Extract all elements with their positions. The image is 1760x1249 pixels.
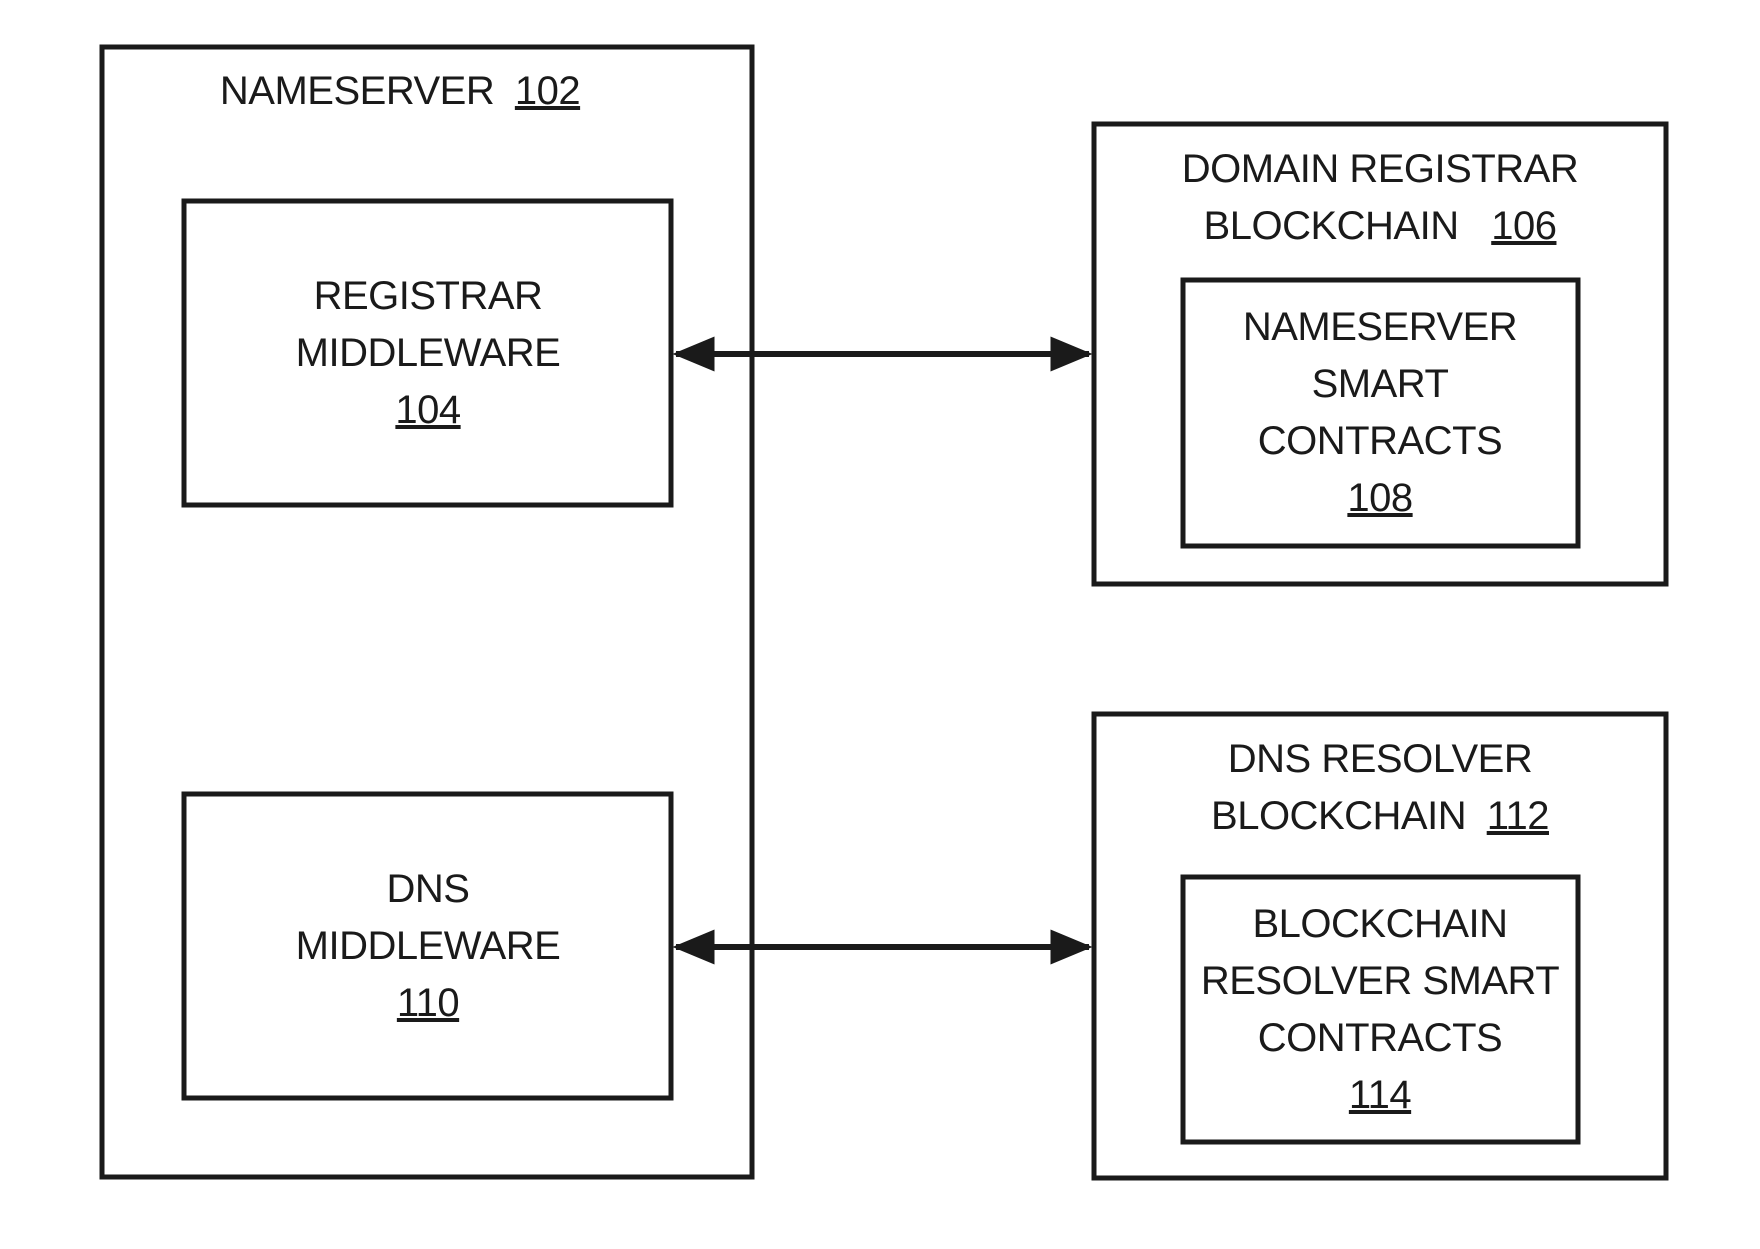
svg-text:NAMESERVER 102: NAMESERVER 102 xyxy=(220,69,580,113)
domain-registrar-blockchain-line1: DOMAIN REGISTRAR xyxy=(1182,147,1578,191)
svg-text:BLOCKCHAIN 106: BLOCKCHAIN 106 xyxy=(1204,204,1557,248)
dns-resolver-blockchain-ref: 112 xyxy=(1487,794,1549,838)
domain-registrar-blockchain-line2: BLOCKCHAIN xyxy=(1204,204,1459,248)
dns-resolver-blockchain-line2: BLOCKCHAIN xyxy=(1211,794,1466,838)
dns-middleware-line2: MIDDLEWARE xyxy=(296,924,561,968)
nameserver-title: NAMESERVER xyxy=(220,69,494,113)
dns-resolver-blockchain-line1: DNS RESOLVER xyxy=(1228,737,1532,781)
nameserver-smart-contracts-line2: SMART xyxy=(1312,362,1449,406)
blockchain-resolver-smart-contracts-ref: 114 xyxy=(1349,1073,1412,1117)
nameserver-smart-contracts-box: NAMESERVER SMART CONTRACTS 108 xyxy=(1183,280,1578,546)
registrar-middleware-ref: 104 xyxy=(395,388,460,432)
blockchain-resolver-smart-contracts-line1: BLOCKCHAIN xyxy=(1252,902,1507,946)
nameserver-smart-contracts-line1: NAMESERVER xyxy=(1243,305,1517,349)
dns-middleware-line1: DNS xyxy=(387,867,470,911)
registrar-middleware-line2: MIDDLEWARE xyxy=(296,331,561,375)
blockchain-resolver-smart-contracts-line3: CONTRACTS xyxy=(1258,1016,1502,1060)
dns-middleware-ref: 110 xyxy=(397,981,459,1025)
nameserver-ref: 102 xyxy=(515,69,580,113)
domain-registrar-blockchain-ref: 106 xyxy=(1491,204,1556,248)
registrar-middleware-line1: REGISTRAR xyxy=(314,274,543,318)
nameserver-smart-contracts-ref: 108 xyxy=(1347,476,1412,520)
blockchain-resolver-smart-contracts-line2: RESOLVER SMART xyxy=(1201,959,1559,1003)
nameserver-smart-contracts-line3: CONTRACTS xyxy=(1258,419,1502,463)
blockchain-resolver-smart-contracts-box: BLOCKCHAIN RESOLVER SMART CONTRACTS 114 xyxy=(1183,877,1578,1142)
svg-text:BLOCKCHAIN 112: BLOCKCHAIN 112 xyxy=(1211,794,1549,838)
dns-middleware-box: DNS MIDDLEWARE 110 xyxy=(184,794,671,1098)
registrar-middleware-box: REGISTRAR MIDDLEWARE 104 xyxy=(184,201,671,505)
